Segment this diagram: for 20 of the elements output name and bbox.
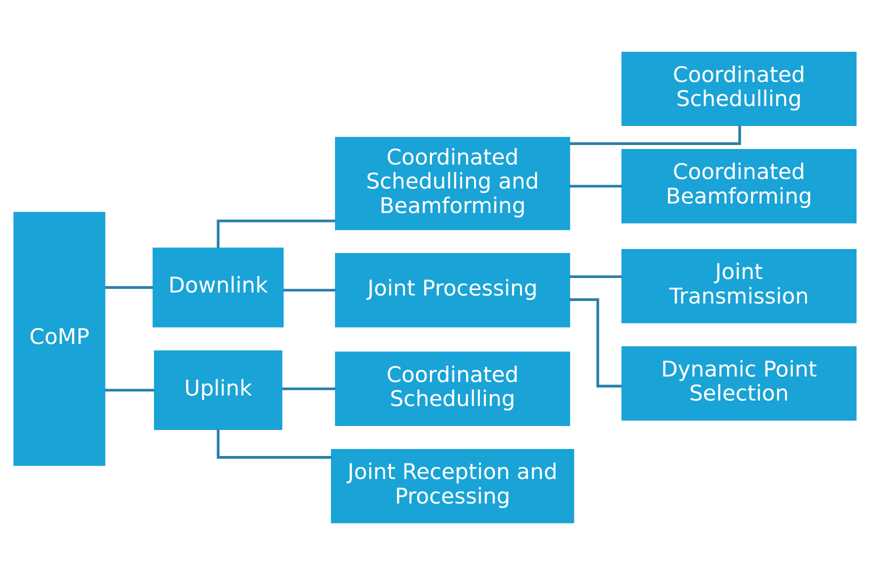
node-box: Coordinated Schedulling <box>621 51 857 126</box>
connector <box>216 429 332 458</box>
node-box: Joint Transmission <box>621 248 857 323</box>
connector <box>569 298 622 387</box>
connector <box>104 388 154 392</box>
node-box: Uplink <box>154 350 282 430</box>
node-box: Coordinated Beamforming <box>621 148 857 223</box>
connector <box>104 286 154 288</box>
connector <box>283 288 336 292</box>
connector <box>569 184 622 188</box>
node-box: Coordinated Schedulling and Beamforming <box>335 136 570 230</box>
node-box: CoMP <box>13 211 106 466</box>
node-box: Downlink <box>152 247 284 327</box>
node-box: Dynamic Point Selection <box>621 346 857 420</box>
connector <box>569 274 622 278</box>
node-box: Joint Reception and Processing <box>330 448 574 523</box>
connector <box>216 219 336 248</box>
node-box: Coordinated Schedulling <box>335 351 570 426</box>
node-box: Joint Processing <box>335 252 570 327</box>
connector <box>282 386 336 390</box>
